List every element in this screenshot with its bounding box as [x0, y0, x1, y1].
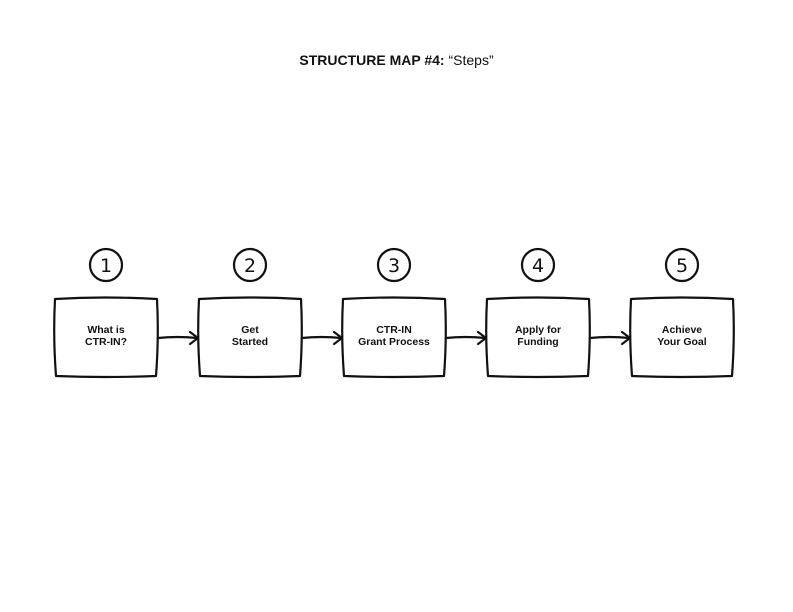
step-2-circle	[232, 247, 268, 283]
step-4-number: 4	[532, 255, 544, 277]
step-2-label-line-2: Started	[232, 336, 268, 348]
step-1-number: 1	[100, 255, 112, 277]
step-1-label-line-1: What is	[87, 324, 124, 336]
step-4-label-line-2: Funding	[517, 336, 558, 348]
step-5-number: 5	[676, 255, 688, 277]
step-5-box	[629, 296, 735, 379]
arrow-3-to-4	[444, 330, 488, 346]
title-bold: STRUCTURE MAP #4:	[299, 52, 445, 68]
step-4-box	[485, 296, 591, 379]
step-3-circle	[376, 247, 412, 283]
step-3-label-line-1: CTR-IN	[376, 324, 412, 336]
arrow-1-to-2	[156, 330, 200, 346]
step-2-box	[197, 296, 303, 379]
step-2-label-line-1: Get	[241, 324, 259, 336]
step-4-label-line-1: Apply for	[515, 324, 561, 336]
step-3-label-line-2: Grant Process	[358, 336, 430, 348]
step-5-circle	[664, 247, 700, 283]
step-1-circle	[88, 247, 124, 283]
arrow-4-to-5	[588, 330, 632, 346]
step-1-box	[53, 296, 159, 379]
title-steps: “Steps”	[448, 52, 494, 68]
page-title: STRUCTURE MAP #4: “Steps”	[0, 52, 793, 68]
step-5-label-line-2: Your Goal	[657, 336, 706, 348]
step-3-box	[341, 296, 447, 379]
step-3-number: 3	[388, 255, 400, 277]
step-4-circle	[520, 247, 556, 283]
step-2-number: 2	[244, 255, 256, 277]
arrow-2-to-3	[300, 330, 344, 346]
step-5-label-line-1: Achieve	[662, 324, 702, 336]
step-1-label-line-2: CTR-IN?	[85, 336, 127, 348]
